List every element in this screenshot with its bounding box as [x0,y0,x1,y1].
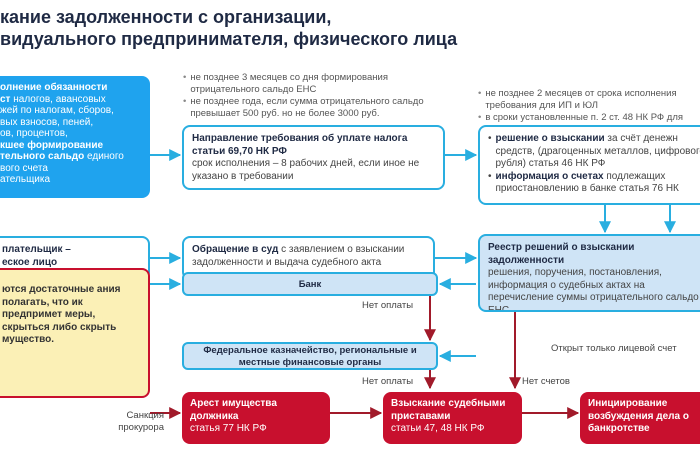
box-treasury: Федеральное казначейство, региональные и… [182,342,438,370]
title-line-1: кание задолженности с организации, [0,7,332,27]
bankruptcy-title: Инициирование возбуждения дела о банкрот… [588,398,689,434]
court-text: с заявлением о взыскании задолженности и… [192,244,405,268]
note-deadline-1: не позднее 3 месяцев со дня формирования… [190,72,388,95]
obligation-line-1: олнение обязанности [0,82,108,93]
note-deadlines-requirement: •не позднее 3 месяцев со дня формировани… [183,72,443,120]
box-decision: •решение о взыскании за счёт денежн сред… [478,125,700,205]
accounts-info-text: подлежащих приостановлению в банке стать… [495,170,679,195]
accounts-info-title: информация о счетах [495,170,604,182]
obligation-line-8: вого счета [0,162,48,174]
treasury-label: Федеральное казначейство, региональные и… [203,345,417,368]
box-bankruptcy: Инициирование возбуждения дела о банкрот… [580,392,700,444]
payer-line-1: плательщик – [2,244,71,255]
obligation-line-7-bold: тельного сальдо [0,151,85,162]
registry-text: решения, поручения, постановления, инфор… [488,267,699,312]
decision-title: решение о взыскании [495,133,605,144]
box-arrest: Арест имущества должника статья 77 НК РФ [182,392,330,444]
box-obligation: олнение обязанности ст налогов, авансовы… [0,76,150,198]
concealment-text: ются достаточные ания полагать, что ик п… [2,284,121,345]
note-deadlines-decision: •не позднее 2 месяцев от срока исполнени… [478,88,700,124]
title-line-2: видуального предпринимателя, физического… [0,29,458,49]
note-deadline-2: не позднее года, если сумма отрицательно… [190,96,424,119]
label-no-accounts: Нет счетов [522,376,570,387]
obligation-line-7: единого [84,151,124,162]
bailiffs-title: Взыскание судебными приставами [391,398,506,422]
label-only-personal-account: Открыт только лицевой счет [551,343,677,354]
obligation-line-2: налогов, авансовых [10,93,106,105]
payer-line-2: еское лицо [2,256,58,268]
note-decision-2: в сроки установленные п. 2 ст. 48 НК РФ … [485,112,684,123]
obligation-line-3: жей по налогам, сборов, [0,105,114,116]
arrest-title: Арест имущества должника [190,398,277,422]
court-title: Обращение в суд [192,244,279,255]
box-requirement: Направление требования об уплате налога … [182,125,445,190]
registry-title: Реестр решений о взыскании задолженности [488,242,635,266]
box-concealment-risk: ются достаточные ания полагать, что ик п… [0,268,150,398]
label-no-payment-2: Нет оплаты [362,376,414,387]
obligation-line-2-bold: ст [0,93,11,105]
box-registry: Реестр решений о взыскании задолженности… [478,234,700,312]
obligation-line-4: вых взносов, пеней, [0,116,94,128]
obligation-line-6: кшее формирование [0,139,104,151]
requirement-text: срок исполнения – 8 рабочих дней, если и… [192,158,420,182]
obligation-line-9: ательщика [0,174,51,185]
box-bank: Банк [182,272,438,296]
note-decision-1: не позднее 2 месяцев от срока исполнения… [485,88,677,111]
decision-text: за счёт денежн средств, (драгоценных мет… [495,133,700,169]
page-title: кание задолженности с организации, видуа… [0,6,457,50]
requirement-title: Направление требования об уплате налога … [192,133,408,157]
bailiffs-text: статьи 47, 48 НК РФ [391,423,485,434]
label-no-payment-1: Нет оплаты [362,300,414,311]
box-bailiffs: Взыскание судебными приставами статьи 47… [383,392,522,444]
label-prosecutor-sanction: Санкция прокурора [118,410,164,433]
arrest-text: статья 77 НК РФ [190,423,267,434]
bank-label: Банк [298,279,322,290]
obligation-line-5: ов, процентов, [0,128,68,139]
